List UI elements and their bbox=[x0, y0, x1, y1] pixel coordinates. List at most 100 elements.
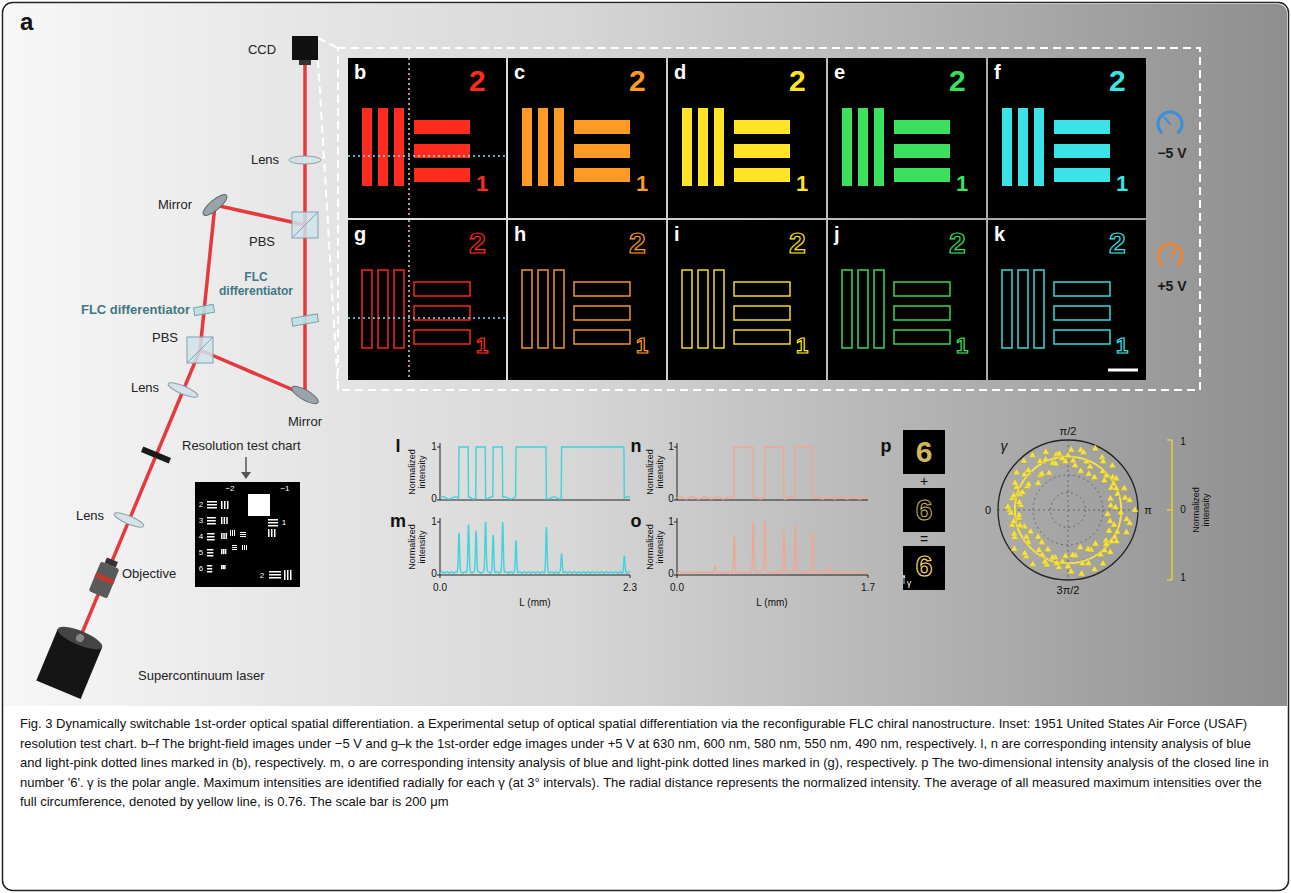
mirror bbox=[290, 383, 321, 407]
chart-number: 4 bbox=[199, 532, 203, 541]
chart-bar bbox=[268, 519, 278, 521]
component-label: PBS bbox=[249, 235, 275, 250]
voltage-gauge bbox=[1158, 244, 1182, 264]
beam-splitter bbox=[187, 337, 213, 363]
chart-digit: 2 bbox=[949, 64, 966, 97]
chart-digit: 1 bbox=[796, 334, 808, 358]
data-point bbox=[1111, 533, 1118, 539]
data-point bbox=[1023, 533, 1030, 539]
chart-bar bbox=[269, 571, 281, 573]
laser-source bbox=[75, 633, 85, 643]
data-point bbox=[1070, 457, 1077, 463]
axis-tick-label: 1 bbox=[668, 516, 674, 528]
chart-bar bbox=[284, 570, 286, 580]
objective-lens bbox=[89, 561, 120, 598]
zoom-outline bbox=[338, 48, 1200, 390]
data-point bbox=[1062, 552, 1069, 558]
edge-image-thumbnail bbox=[903, 430, 945, 474]
scale-bar bbox=[1108, 369, 1138, 372]
voltage-label: −5 V bbox=[1157, 145, 1186, 161]
zoom-outline bbox=[318, 38, 338, 48]
average-circle bbox=[1015, 457, 1121, 563]
bar-pattern bbox=[574, 330, 630, 344]
chart-bar bbox=[240, 532, 246, 533]
bar-pattern bbox=[554, 108, 564, 186]
axis-tick-label: 0 bbox=[1180, 504, 1186, 516]
axis-tick bbox=[674, 447, 677, 500]
lens bbox=[289, 156, 321, 164]
data-point bbox=[1099, 453, 1106, 459]
component-label: Resolution test chart bbox=[182, 439, 301, 454]
axis-title: Normalized intensity bbox=[1192, 482, 1212, 538]
chart-bar bbox=[226, 533, 228, 539]
flc-plate bbox=[292, 314, 319, 326]
data-point bbox=[1062, 457, 1069, 463]
axis-tick-label: 1.7 bbox=[861, 582, 875, 594]
data-point bbox=[1035, 546, 1042, 552]
data-point bbox=[1086, 463, 1093, 469]
chart-bar bbox=[271, 529, 273, 537]
chart-number: −2 bbox=[225, 484, 234, 493]
chart-bar bbox=[223, 533, 225, 539]
bar-pattern bbox=[574, 306, 630, 320]
bar-pattern bbox=[362, 270, 372, 348]
data-point bbox=[1027, 527, 1034, 533]
panel-letter: a bbox=[20, 8, 33, 36]
data-point bbox=[1103, 540, 1110, 546]
data-point bbox=[1071, 461, 1078, 467]
intensity-curve bbox=[677, 447, 868, 499]
bar-pattern bbox=[522, 108, 532, 186]
data-point bbox=[1025, 466, 1032, 472]
chart-bar bbox=[244, 545, 245, 550]
data-point bbox=[1097, 550, 1104, 556]
data-point bbox=[1111, 521, 1118, 527]
data-point bbox=[1085, 470, 1092, 476]
chart-bar bbox=[246, 545, 247, 550]
data-point bbox=[1053, 559, 1060, 565]
bar-pattern bbox=[1002, 270, 1012, 348]
laser-source bbox=[36, 622, 105, 699]
data-point bbox=[1004, 503, 1011, 509]
data-point bbox=[1107, 495, 1114, 501]
bar-pattern bbox=[574, 282, 630, 296]
bar-pattern bbox=[734, 330, 790, 344]
data-point bbox=[1131, 506, 1138, 512]
chart-bar bbox=[207, 555, 213, 557]
chart-bar bbox=[221, 533, 223, 539]
data-point bbox=[1107, 501, 1114, 507]
chart-bar bbox=[221, 549, 223, 554]
panel-letter: i bbox=[674, 223, 680, 245]
bar-pattern bbox=[362, 108, 372, 186]
usaf-chart-inset bbox=[248, 494, 270, 516]
axis-tick-label: L (mm) bbox=[519, 597, 550, 609]
chart-digit: 1 bbox=[956, 334, 968, 358]
data-point bbox=[1106, 527, 1113, 533]
ccd-camera bbox=[292, 36, 318, 60]
axis-tick bbox=[440, 575, 630, 578]
data-point bbox=[1016, 521, 1023, 527]
panel-letter: b bbox=[354, 61, 366, 83]
bar-pattern bbox=[734, 168, 790, 182]
lens bbox=[167, 380, 200, 400]
data-point bbox=[1077, 543, 1084, 549]
data-point bbox=[1092, 540, 1099, 546]
bar-pattern bbox=[414, 120, 470, 134]
angle-symbol: γ bbox=[1001, 438, 1008, 454]
bar-pattern bbox=[394, 108, 404, 186]
mirror bbox=[290, 383, 321, 407]
numeral-image: 6 bbox=[916, 549, 933, 584]
chart-bar bbox=[207, 539, 215, 541]
microscope-image-panel: h21 bbox=[508, 220, 666, 380]
chart-digit: 2 bbox=[1109, 64, 1126, 97]
inset-arrow bbox=[241, 457, 251, 479]
component-label: Lens bbox=[76, 509, 104, 524]
data-point bbox=[1068, 446, 1075, 452]
data-point bbox=[1078, 570, 1085, 576]
data-point bbox=[1114, 490, 1121, 496]
data-point bbox=[1121, 484, 1128, 490]
axis-tick-label: 1 bbox=[1180, 572, 1186, 584]
data-point bbox=[1015, 511, 1022, 517]
chart-bar bbox=[227, 501, 229, 509]
data-point bbox=[1122, 494, 1129, 500]
chart-digit: 1 bbox=[636, 172, 648, 196]
